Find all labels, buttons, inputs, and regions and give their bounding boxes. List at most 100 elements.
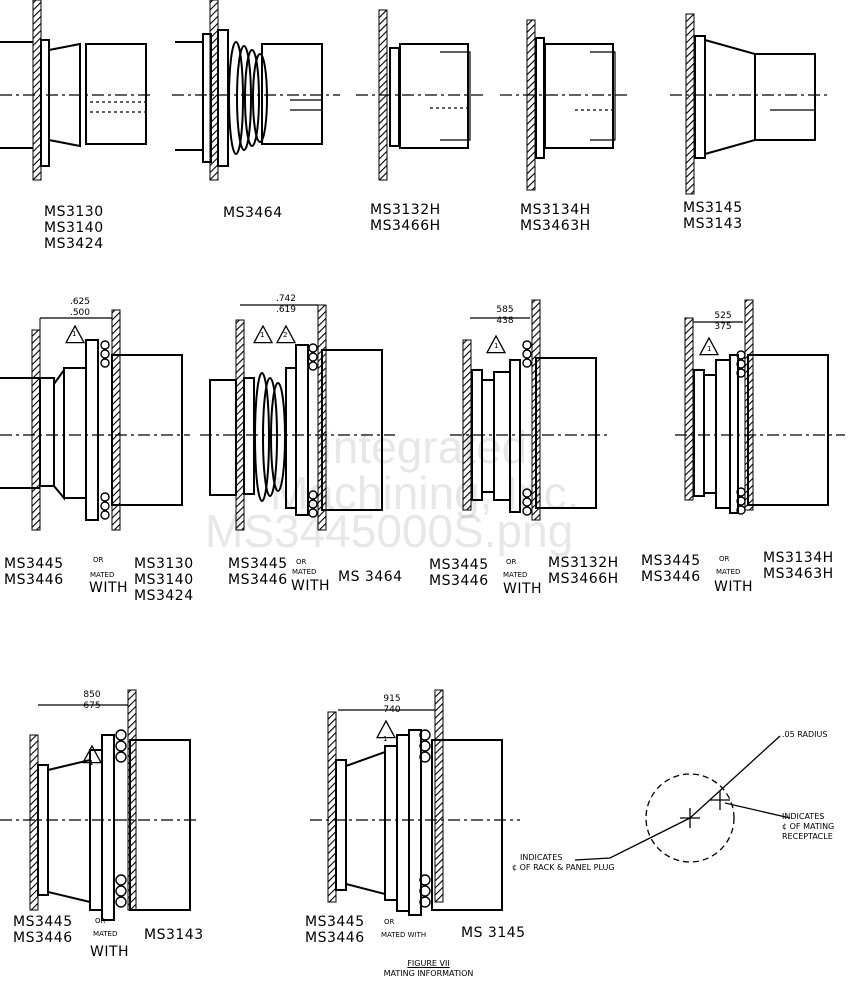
detail-tolerance-circle [645, 773, 735, 863]
mid-2-note-2: 2 [283, 331, 288, 339]
bot1-panel-left [29, 734, 39, 911]
bot2-seal-top [419, 729, 431, 741]
bot-1-plug-1: MS3143 [144, 927, 204, 943]
mid3-seal-bottom [522, 497, 532, 507]
top1-panel [32, 0, 42, 181]
mid1-seal-top [100, 358, 110, 368]
detail-mating-receptacle: INDICATES ¢ OF MATING RECEPTACLE [782, 812, 834, 842]
top1-body [85, 43, 147, 145]
detail-mating-receptacle-2: ¢ OF MATING [782, 822, 835, 831]
mid1-panel-left [31, 329, 41, 531]
mid3-note-triangle [485, 334, 507, 354]
mid-3-plug-2: MS3466H [548, 571, 619, 587]
mid1-seal-top [100, 349, 110, 359]
bot2-panel-right [434, 689, 444, 903]
mid2-panel-left [235, 319, 245, 531]
mid-1-note-1: 1 [72, 330, 77, 338]
mid2-nut [295, 344, 309, 516]
top-label-4: MS3134H MS3463H [520, 202, 591, 234]
mid4-seal-bottom [736, 487, 746, 497]
detail-receptacle-leader [724, 802, 791, 819]
top-label-1: MS3130 MS3140 MS3424 [44, 204, 104, 252]
top5-cone [704, 38, 756, 156]
mid-3-note-1: 1 [494, 342, 499, 350]
top4-body [544, 43, 614, 149]
mid-3-plug-1: MS3132H [548, 555, 619, 571]
detail-plug-leader [574, 817, 691, 861]
top5-flange [694, 35, 706, 159]
mid4-plug-body [747, 354, 829, 506]
mid1-seal-bottom [100, 492, 110, 502]
detail-mating-receptacle-3: RECEPTACLE [782, 832, 833, 841]
mid-2-plug: MS 3464 [338, 569, 403, 585]
mid-3-dimension: 585 438 [490, 305, 520, 327]
mid3-seal-top [522, 358, 532, 368]
mid1-seal-top [100, 340, 110, 350]
bot-2-plug: MS 3145 [461, 925, 526, 941]
mid4-body [715, 359, 731, 509]
bot-2-dim-max: 915 [383, 694, 401, 704]
mid1-panel-right [111, 309, 121, 531]
mid-2-note-1: 1 [260, 331, 265, 339]
bot-2-dim-min: 740 [383, 705, 401, 715]
mid2-coupling-ring [262, 377, 278, 497]
bot-2-mated-with: MATED WITH [381, 931, 427, 939]
bot2-body [396, 734, 410, 912]
bot-2-receptacle-1: MS3445 [305, 914, 365, 930]
detail-rack-panel-plug-2: ¢ OF RACK & PANEL PLUG [512, 863, 615, 872]
bot1-seal-top [115, 729, 127, 741]
bot1-cone [47, 758, 91, 904]
mid4-flange [693, 369, 705, 497]
detail-rack-panel-plug: INDICATES ¢ OF RACK & PANEL PLUG [512, 853, 615, 873]
top2-flange [217, 29, 229, 167]
top5-panel [685, 13, 695, 195]
top3-flange [389, 47, 400, 147]
mid-1-plug-1: MS3130 [134, 556, 194, 572]
mid2-seal-bottom [308, 499, 318, 509]
bot1-flange [37, 764, 49, 896]
top-label-1-line-3: MS3424 [44, 236, 104, 252]
mid4-seal-bottom [736, 505, 746, 515]
mid1-plug-body [111, 354, 183, 506]
figure-title: FIGURE VII [407, 959, 450, 968]
mid-2-dim-min: .619 [275, 305, 297, 315]
mid-4-or: OR [719, 555, 730, 563]
bot-2-dimension: 915 740 [372, 694, 412, 716]
mid4-coupling [703, 374, 717, 494]
bot1-seal-bottom [115, 874, 127, 886]
mid4-seal-top [736, 350, 746, 360]
mid-1-plug-2: MS3140 [134, 572, 194, 588]
figure-caption: FIGURE VII MATING INFORMATION [0, 959, 857, 979]
mid3-plug-body [535, 357, 597, 509]
mid1-left-shell [0, 377, 40, 489]
bot-1-receptacle: MS3445 MS3446 [13, 914, 73, 946]
mid-2-dimension: .742 .619 [266, 294, 306, 316]
mid-4-note-1: 1 [707, 345, 712, 353]
mid-2-plug-1: MS 3464 [338, 569, 403, 585]
mid-3-dim-max: 585 [496, 305, 514, 315]
mid-2-with: WITH [291, 578, 331, 594]
mid-3-plug: MS3132H MS3466H [548, 555, 619, 587]
bot-2-plug-1: MS 3145 [461, 925, 526, 941]
top4-flange [535, 37, 545, 159]
mid-3-receptacle-1: MS3445 [429, 557, 489, 573]
bot-1-receptacle-2: MS3446 [13, 930, 73, 946]
top1-coupling [48, 42, 81, 148]
bot2-seal-bottom [419, 885, 431, 897]
detail-radius-label: .05 RADIUS [782, 730, 828, 739]
watermark-line-2: Machining, Inc. [270, 467, 580, 519]
mid-1-receptacle-1: MS3445 [4, 556, 64, 572]
mid2-flange [243, 377, 255, 495]
bot-1-dim-max: 850 [83, 690, 101, 700]
mid2-seal-top [308, 343, 318, 353]
bot2-coupling [384, 745, 398, 901]
mid-4-mated: MATED [716, 568, 741, 576]
mid4-nut [729, 354, 739, 514]
top4-panel [526, 19, 536, 191]
top5-body [754, 53, 816, 141]
mid-3-dim-min: 438 [496, 316, 514, 326]
detail-mating-receptacle-1: INDICATES [782, 812, 825, 821]
bot1-nut [101, 734, 115, 921]
mid1-seal-bottom [100, 510, 110, 520]
mid1-cone [53, 366, 65, 501]
